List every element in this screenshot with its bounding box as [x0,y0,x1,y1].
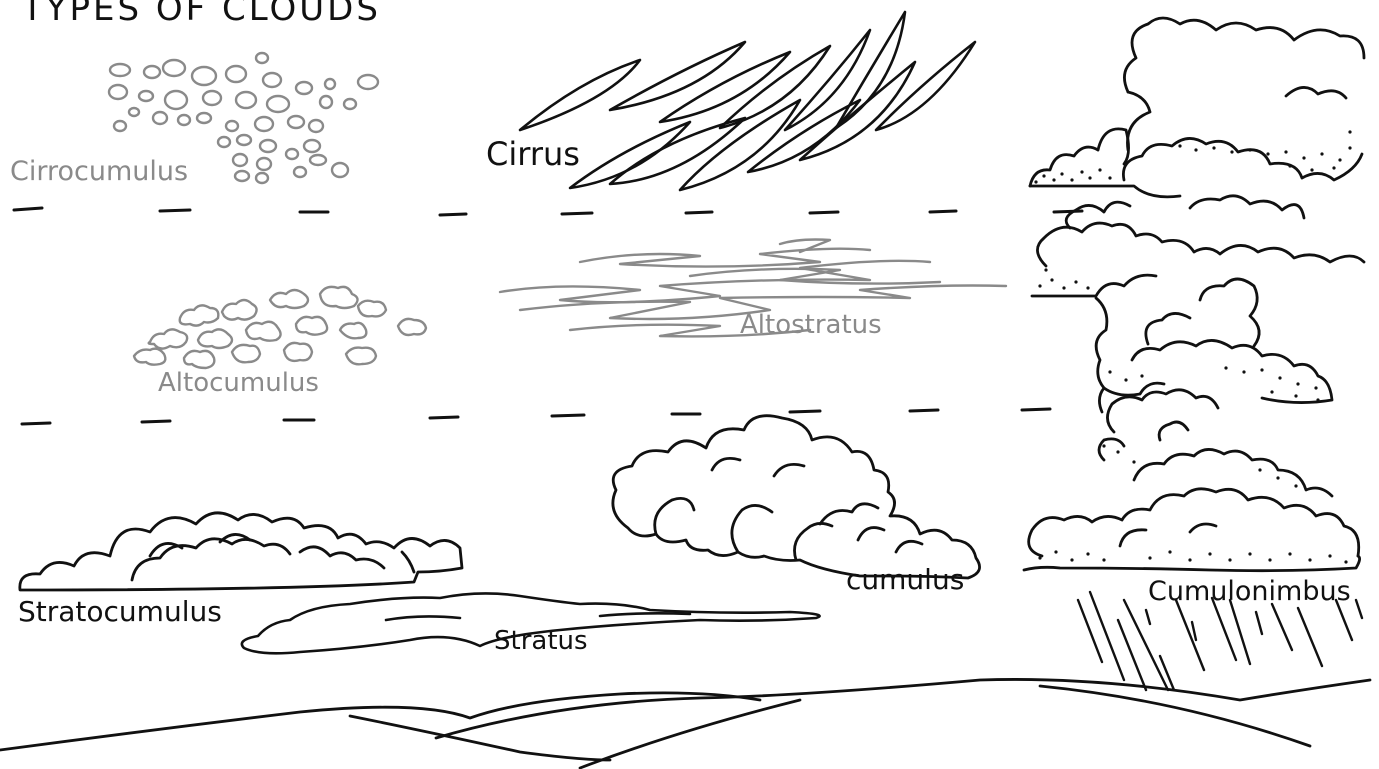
cirrus-cloud [520,12,975,190]
stratocumulus-cloud [20,513,462,590]
cumulus-cloud [613,416,980,578]
cumulonimbus-cloud [1024,18,1364,571]
ground-hills [0,679,1370,768]
label-cirrus: Cirrus [486,138,580,170]
label-altostratus: Altostratus [740,312,882,338]
label-stratocumulus: Stratocumulus [18,598,222,626]
label-cumulus: cumulus [846,566,964,594]
label-altocumulus: Altocumulus [158,370,319,396]
label-cirrocumulus: Cirrocumulus [10,158,188,185]
mid-level-divider [22,409,1050,424]
diagram-title: TYPES OF CLOUDS [22,0,381,26]
label-stratus: Stratus [494,628,588,654]
altocumulus-cloud [134,287,426,368]
high-level-divider [14,208,1082,215]
cumulonimbus-shading [1034,130,1351,563]
label-cumulonimbus: Cumulonimbus [1148,578,1351,605]
